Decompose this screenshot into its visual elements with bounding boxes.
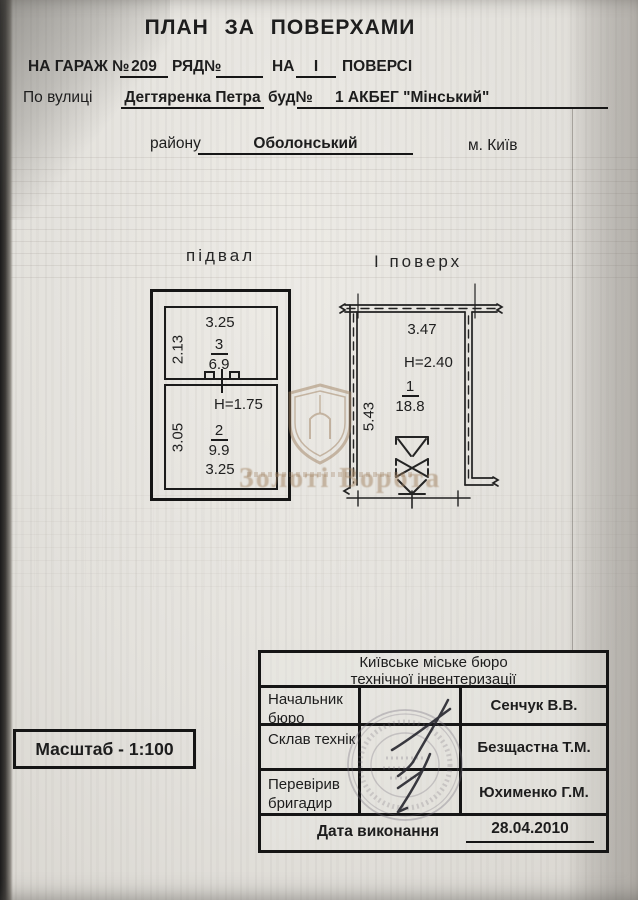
room3-number: 3 bbox=[210, 337, 228, 355]
floor-number: І bbox=[296, 57, 336, 78]
signature-cell bbox=[361, 771, 462, 813]
building-value: 1 АКБЕГ "Мінський" bbox=[335, 89, 490, 106]
room2-number: 2 bbox=[210, 423, 228, 441]
basement-ceiling-dim: H=1.75 bbox=[214, 396, 263, 413]
role-cell: Склав технік bbox=[261, 726, 361, 768]
door-tick bbox=[221, 369, 223, 393]
door-jamb-right bbox=[229, 371, 240, 378]
faint-grid bbox=[0, 495, 638, 590]
city-label: м. Київ bbox=[468, 137, 518, 154]
watermark-shield bbox=[288, 383, 352, 465]
street-value: Дегтяренка Петра bbox=[121, 88, 264, 109]
name-cell: Сенчук В.В. bbox=[490, 697, 578, 714]
on-label: НА bbox=[272, 58, 295, 75]
floor-label: ПОВЕРСІ bbox=[342, 58, 413, 75]
table-footer: Дата виконання 28.04.2010 bbox=[261, 816, 606, 847]
district-label: району bbox=[150, 135, 201, 152]
floor1-wall-drawing bbox=[338, 283, 504, 509]
basement-caption: підвал bbox=[186, 246, 256, 265]
table-row: Склав технік Безщастна Т.М. bbox=[261, 726, 606, 771]
bureau-table: Київське міське бюро технічної інвентери… bbox=[258, 650, 609, 853]
watermark-small-text bbox=[247, 472, 415, 477]
name-cell: Юхименко Г.М. bbox=[479, 783, 589, 801]
table-row: Начальник бюро Сенчук В.В. bbox=[261, 688, 606, 727]
role-cell: Начальник бюро bbox=[261, 688, 361, 727]
photo-left-edge bbox=[0, 0, 13, 900]
basement-bottom-dim: 3.25 bbox=[205, 461, 235, 478]
page-title: ПЛАН ЗА ПОВЕРХАМИ bbox=[144, 16, 416, 39]
faint-scanlines bbox=[6, 157, 638, 285]
garage-label: НА ГАРАЖ № bbox=[28, 58, 130, 75]
building-label: буд№ bbox=[268, 89, 313, 106]
paper-fold-line bbox=[572, 108, 573, 653]
row-label: РЯД№ bbox=[172, 58, 222, 75]
building-underline: 1 АКБЕГ "Мінський" bbox=[297, 88, 608, 109]
floor1-top-dim: 3.47 bbox=[407, 321, 437, 338]
date-value: 28.04.2010 bbox=[466, 820, 594, 843]
signature-cell bbox=[361, 688, 462, 723]
table-row: Перевірив бригадир Юхименко Г.М. bbox=[261, 771, 606, 816]
bureau-header: Київське міське бюро технічної інвентери… bbox=[261, 653, 606, 688]
street-label: По вулиці bbox=[23, 89, 93, 106]
floor1-room-number: 1 bbox=[401, 379, 419, 397]
basement-room3-fraction: 3 6.9 bbox=[198, 337, 240, 372]
room2-area: 9.9 bbox=[208, 442, 230, 459]
bureau-header-line2: технічної інвентеризації bbox=[350, 671, 517, 688]
floor1-caption: І поверх bbox=[374, 252, 463, 271]
bureau-header-line1: Київське міське бюро bbox=[359, 654, 508, 671]
role-cell: Перевірив бригадир bbox=[261, 771, 361, 813]
door-jamb-left bbox=[204, 371, 215, 378]
signature-cell bbox=[361, 726, 462, 768]
watermark-text: Золоті Ворота bbox=[239, 463, 442, 494]
basement-room2-height-dim: 3.05 bbox=[169, 422, 187, 453]
floor1-room-fraction: 1 18.8 bbox=[387, 379, 433, 414]
basement-room2-fraction: 2 9.9 bbox=[198, 423, 240, 458]
garage-number: 209 bbox=[120, 57, 168, 78]
floor1-ceiling-dim: H=2.40 bbox=[404, 354, 453, 371]
floor1-side-dim: 5.43 bbox=[360, 401, 378, 432]
room3-area: 6.9 bbox=[208, 356, 230, 373]
scale-box: Масштаб - 1:100 bbox=[13, 729, 196, 769]
name-cell: Безщастна Т.М. bbox=[477, 738, 591, 756]
basement-top-dim: 3.25 bbox=[205, 314, 235, 331]
date-label: Дата виконання bbox=[316, 823, 439, 840]
district-value: Оболонський bbox=[198, 134, 413, 155]
row-number bbox=[216, 57, 263, 78]
floor1-room-area: 18.8 bbox=[395, 398, 425, 415]
hatch-symbol bbox=[395, 436, 429, 509]
basement-room3-height-dim: 2.13 bbox=[169, 334, 187, 365]
